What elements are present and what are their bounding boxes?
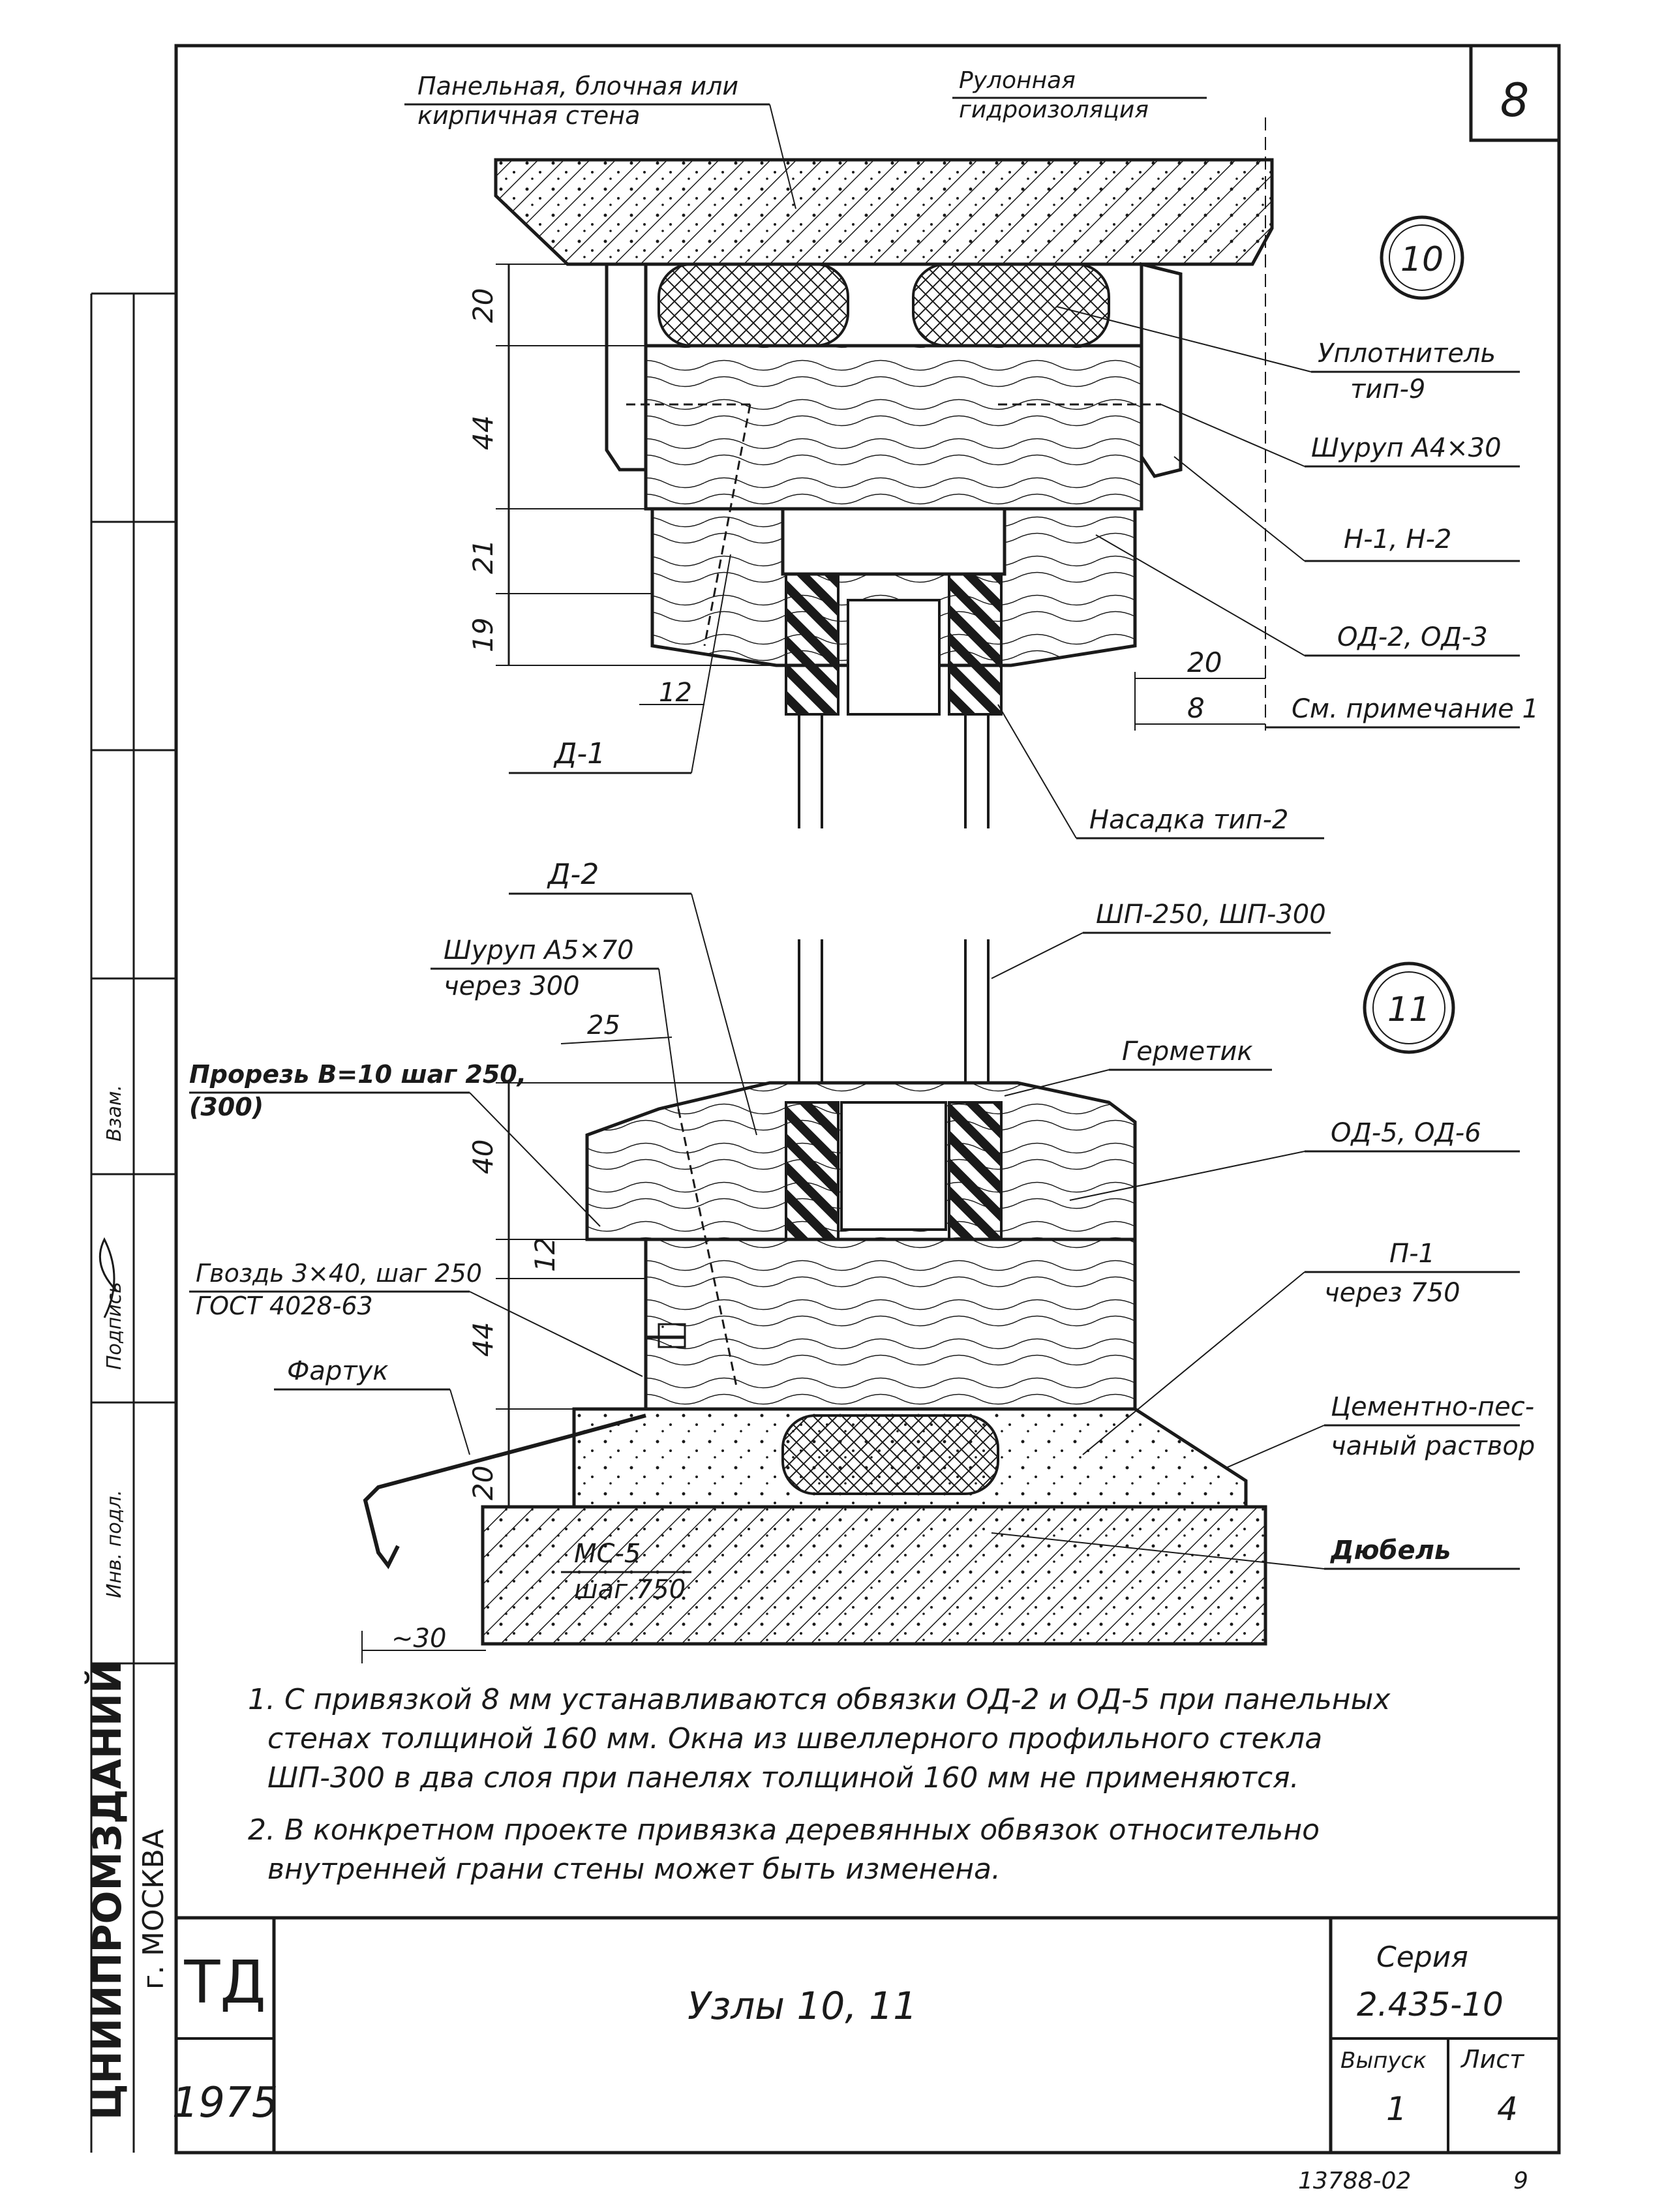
detail-11-marker: [1363, 962, 1455, 1054]
org-name: ЦНИИПРОМЗДАНИЙ: [83, 1661, 130, 2120]
wall-label-2: кирпичная стена: [417, 101, 640, 130]
p1-label-1: П-1: [1389, 1239, 1435, 1269]
nail-label-2: ГОСТ 4028-63: [196, 1292, 373, 1320]
plate-left: [605, 262, 648, 472]
mc5-label-2: шаг 750: [574, 1575, 686, 1605]
detail-10-marker: [1380, 215, 1464, 300]
svg-text:44: 44: [467, 1322, 499, 1357]
n-parts-label: Н-1, Н-2: [1344, 524, 1451, 554]
cap-right: [948, 573, 1003, 716]
svg-text:40: 40: [467, 1140, 499, 1174]
mortar-label-1: Цементно-пес-: [1331, 1392, 1534, 1422]
waterproofing-label-1: Рулонная: [959, 67, 1076, 94]
svg-text:12: 12: [659, 678, 692, 708]
notes: 1. С привязкой 8 мм устанавливаются обвя…: [248, 1683, 1391, 1886]
screw-11-label-2: через 300: [444, 971, 580, 1001]
sheet-number: 8: [1500, 74, 1530, 127]
glass-label: ШП-250, ШП-300: [1096, 900, 1326, 930]
note-2-line-1: 2. В конкретном проекте привязка деревян…: [248, 1813, 1320, 1847]
note-2-line-2: внутренней грани стены может быть измене…: [267, 1853, 1001, 1886]
note-1-line-3: ШП-300 в два слоя при панелях толщиной 1…: [267, 1761, 1299, 1795]
side-stamp-2: Подпись: [103, 1282, 126, 1370]
wall-label-1: Панельная, блочная или: [417, 72, 738, 100]
svg-text:20: 20: [1187, 646, 1222, 678]
mc5-label-1: МС-5: [574, 1539, 641, 1569]
sheet-value: 4: [1497, 2090, 1518, 2128]
screw-label: Шуруп А4×30: [1311, 433, 1502, 463]
svg-text:21: 21: [467, 539, 499, 574]
drawing-id: 13788-02: [1298, 2168, 1411, 2194]
svg-text:44: 44: [467, 416, 499, 450]
slot-label-1: Прорезь В=10 шаг 250,: [189, 1060, 526, 1089]
p1-label-2: через 750: [1324, 1278, 1460, 1308]
sill-lower: [644, 1237, 1137, 1411]
drawing-title: Узлы 10, 11: [688, 1984, 917, 2028]
org-code: ТД: [183, 1948, 265, 2017]
svg-text:25: 25: [587, 1010, 620, 1040]
svg-text:20: 20: [467, 288, 499, 323]
sealant-bottom: [781, 1414, 999, 1495]
slot-label-2: (300): [189, 1093, 264, 1121]
detail-10: 20 44 21 19 12 20 8 10 Панельная, блочна…: [404, 67, 1539, 840]
title-block: ТД 1975 Узлы 10, 11 Серия 2.435-10 Выпус…: [172, 1916, 1559, 2153]
series-value: 2.435-10: [1357, 1986, 1504, 2023]
side-stamps: Инв. подл. Подпись Взам.: [103, 1085, 126, 1598]
sealant-11-label: Герметик: [1122, 1037, 1253, 1067]
note-1-line-1: 1. С привязкой 8 мм устанавливаются обвя…: [248, 1683, 1391, 1716]
page-number: 9: [1513, 2168, 1528, 2194]
sheet-label: Лист: [1460, 2045, 1525, 2074]
side-stamp-3: Взам.: [103, 1085, 126, 1142]
waterproofing-label-2: гидроизоляция: [959, 97, 1149, 123]
sealant-label-2: тип-9: [1350, 374, 1425, 404]
mortar-label-2: чаный раствор: [1331, 1431, 1535, 1461]
sheet-frame: [174, 44, 1561, 2155]
series-label: Серия: [1376, 1941, 1468, 1974]
note-1-line-2: стенах толщиной 160 мм. Окна из швеллерн…: [267, 1722, 1322, 1755]
sealant-label-1: Уплотнитель: [1318, 339, 1496, 369]
screw-11-label-1: Шуруп А5×70: [444, 935, 634, 965]
plate-right: [1140, 262, 1183, 478]
sheet-number-box: [1469, 44, 1561, 142]
see-note-label: См. примечание 1: [1292, 694, 1539, 724]
org-city: г. МОСКВА: [137, 1829, 170, 1990]
dowel-label: Дюбель: [1329, 1536, 1451, 1566]
timber-lower: [650, 507, 1137, 667]
side-stamp-1: Инв. подл.: [103, 1490, 126, 1598]
flashing: [363, 1414, 646, 1569]
signature: [98, 1237, 119, 1318]
d2-label: Д-2: [547, 858, 599, 891]
detail-11: 40 12 44 20 25 ~30 11 Д-2 ШП-250, ШП-300…: [189, 858, 1535, 1663]
flashing-label: Фартук: [287, 1356, 388, 1386]
year: 1975: [172, 2079, 279, 2127]
d1-label: Д-1: [553, 737, 605, 770]
svg-text:11: 11: [1387, 990, 1430, 1029]
svg-text:~30: ~30: [391, 1624, 446, 1654]
sealant-right: [912, 263, 1110, 347]
svg-text:8: 8: [1187, 692, 1205, 724]
cap-left: [785, 573, 840, 716]
od-parts-label: ОД-2, ОД-3: [1337, 622, 1488, 652]
svg-text:19: 19: [467, 618, 499, 652]
sealant-left: [658, 263, 849, 347]
svg-text:12: 12: [529, 1237, 561, 1272]
issue-label: Выпуск: [1340, 2048, 1427, 2074]
svg-text:10: 10: [1400, 240, 1444, 279]
issue-value: 1: [1386, 2090, 1407, 2128]
od-11-label: ОД-5, ОД-6: [1331, 1118, 1481, 1148]
svg-text:20: 20: [467, 1466, 499, 1500]
timber-upper: [644, 344, 1143, 511]
nail-label-1: Гвоздь 3×40, шаг 250: [196, 1259, 482, 1288]
cap-label: Насадка тип-2: [1089, 805, 1288, 835]
